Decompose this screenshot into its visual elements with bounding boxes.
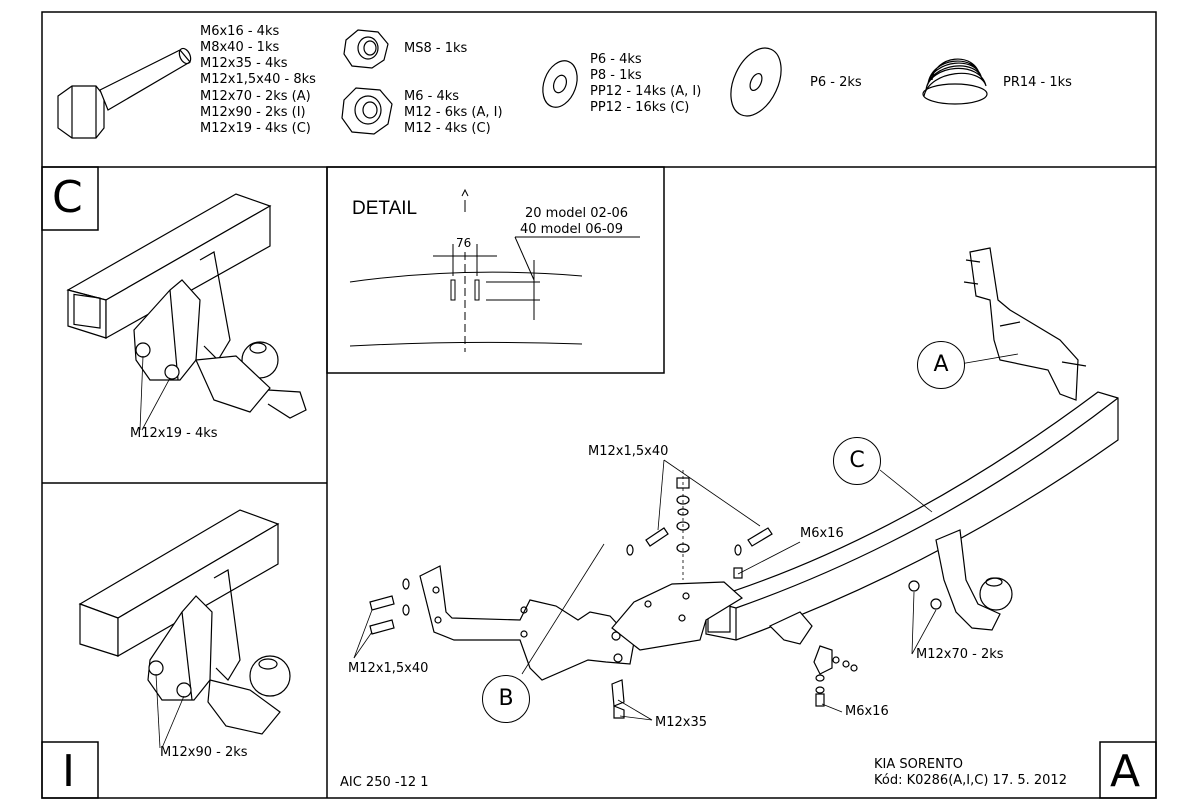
hitch-i-illustration — [78, 509, 291, 749]
callout-circle-b: B — [482, 675, 530, 723]
parts-nut-line-1: M12 - 6ks (A, I) — [404, 105, 503, 120]
main-assembly-illustration — [353, 247, 1119, 721]
label-m6x16-bottom: M6x16 — [845, 704, 889, 719]
spring-icon — [922, 58, 988, 105]
ms8-nut-icon — [343, 29, 389, 69]
label-m12x15x40-top: M12x1,5x40 — [588, 444, 669, 459]
bolt-icon — [57, 47, 192, 139]
parts-nut-line-0: M6 - 4ks — [404, 89, 460, 104]
label-m12x70: M12x70 - 2ks — [916, 647, 1004, 662]
parts-washer-line-3: PP12 - 16ks (C) — [590, 100, 690, 115]
hitch-c-illustration — [66, 193, 307, 431]
parts-bolt-line-0: M6x16 - 4ks — [200, 24, 280, 39]
parts-bolt-line-5: M12x90 - 2ks (I) — [200, 105, 306, 120]
parts-bolt-line-4: M12x70 - 2ks (A) — [200, 89, 311, 104]
detail-illustration — [349, 188, 640, 352]
parts-big-washer: P6 - 2ks — [810, 75, 862, 90]
footer-kod: Kód: K0286(A,I,C) 17. 5. 2012 — [874, 773, 1067, 788]
panel-i-letter: I — [62, 746, 75, 797]
label-m12x15x40-left: M12x1,5x40 — [348, 661, 429, 676]
detail-note-2: 40 model 06-09 — [520, 222, 624, 237]
footer-model: KIA SORENTO — [874, 757, 964, 772]
panel-c-callout: M12x19 - 4ks — [130, 426, 218, 441]
parts-spring: PR14 - 1ks — [1003, 75, 1072, 90]
parts-bolt-line-3: M12x1,5x40 - 8ks — [200, 72, 316, 87]
panel-c-letter: C — [52, 172, 83, 223]
panel-i-callout: M12x90 - 2ks — [160, 745, 248, 760]
parts-ms8: MS8 - 1ks — [404, 41, 468, 56]
big-washer-icon — [730, 47, 782, 117]
parts-bolt-line-2: M12x35 - 4ks — [200, 56, 288, 71]
detail-title: DETAIL — [352, 198, 418, 219]
footer-code: AIC 250 -12 1 — [340, 775, 429, 790]
parts-bolt-line-6: M12x19 - 4ks (C) — [200, 121, 311, 136]
label-m6x16-top: M6x16 — [800, 526, 844, 541]
label-m12x35: M12x35 — [655, 715, 707, 730]
parts-washer-line-1: P8 - 1ks — [590, 68, 642, 83]
parts-nut-line-2: M12 - 4ks (C) — [404, 121, 491, 136]
parts-bolt-line-1: M8x40 - 1ks — [200, 40, 280, 55]
callout-circle-c: C — [833, 437, 881, 485]
parts-washer-line-2: PP12 - 14ks (A, I) — [590, 84, 702, 99]
detail-dimension: 76 — [456, 236, 472, 250]
m-nut-icon — [341, 87, 393, 135]
parts-washer-line-0: P6 - 4ks — [590, 52, 642, 67]
main-letter: A — [1110, 746, 1141, 797]
detail-note-1: 20 model 02-06 — [525, 206, 629, 221]
callout-circle-a: A — [917, 341, 965, 389]
washer-icon — [542, 60, 578, 108]
